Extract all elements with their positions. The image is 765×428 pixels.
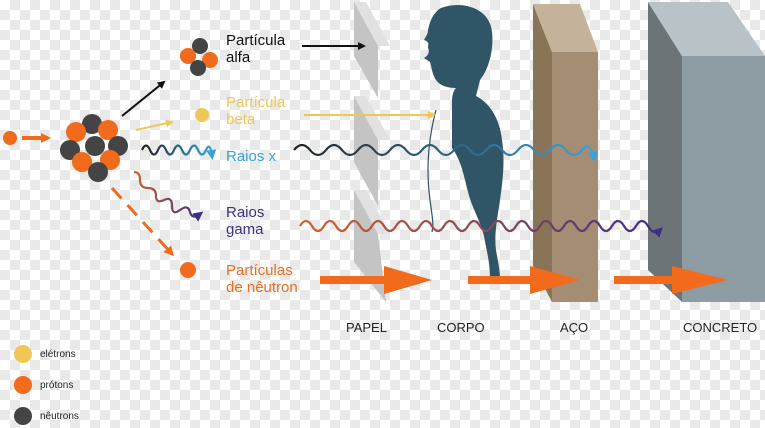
legend-electrons: elétrons bbox=[14, 344, 76, 364]
nucleus bbox=[60, 114, 128, 182]
xray-small-wave bbox=[140, 144, 217, 160]
legend-neutrons: nêutrons bbox=[14, 406, 79, 426]
legend-protons: prótons bbox=[14, 375, 73, 395]
human-silhouette bbox=[424, 5, 504, 278]
neutron-dashed-arrow bbox=[110, 186, 175, 257]
beta-label: Partícula beta bbox=[226, 94, 286, 128]
alpha-label: Partícula alfa bbox=[226, 32, 286, 66]
concrete-block bbox=[648, 2, 765, 302]
paper-label: PAPEL bbox=[346, 320, 387, 335]
incoming-neutron bbox=[3, 131, 17, 145]
beta-particle bbox=[195, 108, 209, 122]
legend-protons-label: prótons bbox=[40, 379, 74, 391]
steel-label: AÇO bbox=[560, 320, 589, 335]
steel-block bbox=[533, 4, 598, 302]
gamma-long-wave bbox=[299, 219, 663, 238]
paper-sheets bbox=[354, 2, 390, 302]
neutron-particle bbox=[180, 262, 196, 278]
legend-neutrons-label: nêutrons bbox=[40, 410, 79, 422]
xray-label: Raios x bbox=[226, 148, 277, 165]
xray-long-wave bbox=[293, 143, 598, 162]
proton-swatch bbox=[14, 376, 32, 394]
alpha-arrow bbox=[121, 80, 166, 117]
legend-electrons-label: elétrons bbox=[40, 348, 76, 360]
beta-arrow bbox=[135, 119, 174, 131]
electron-swatch bbox=[14, 345, 32, 363]
gamma-label: Raios gama bbox=[226, 204, 265, 238]
neutron-swatch bbox=[14, 407, 32, 425]
concrete-label: CONCRETO bbox=[683, 320, 758, 335]
body-label: CORPO bbox=[437, 320, 485, 335]
gamma-small-wave bbox=[133, 170, 204, 222]
neutron-label: Partículas de nêutron bbox=[226, 262, 298, 296]
alpha-particle bbox=[180, 38, 218, 76]
neutron-beams bbox=[320, 266, 728, 294]
